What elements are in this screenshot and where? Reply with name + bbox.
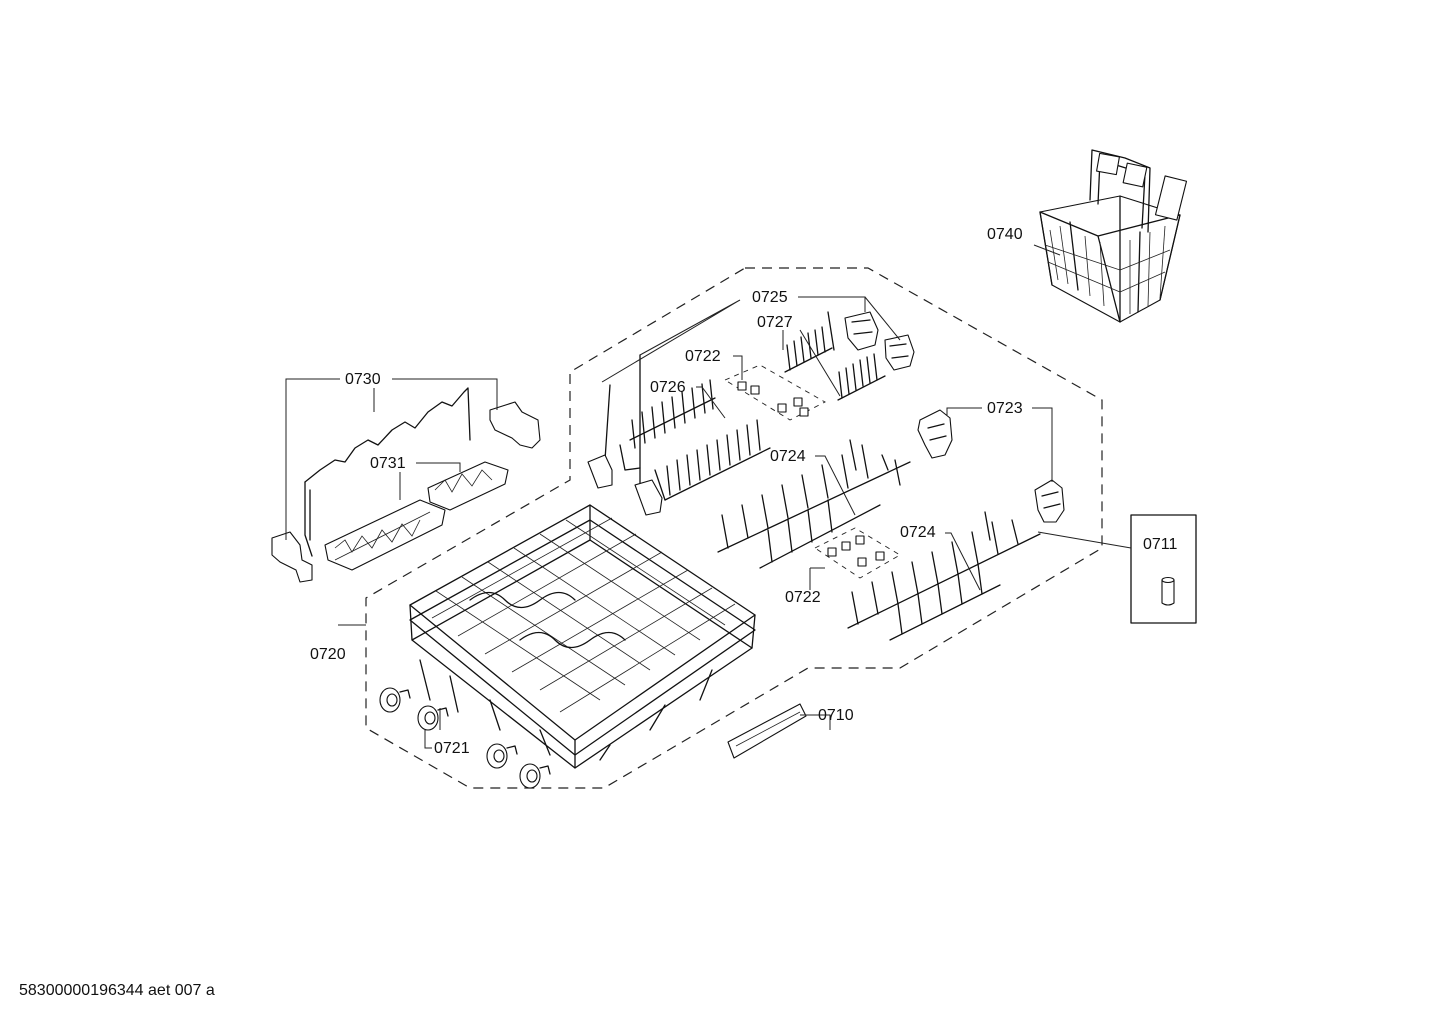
- small-clips-0722-upper: [724, 364, 826, 421]
- label-0722-lower: 0722: [785, 589, 821, 606]
- inset-box-0711: [1037, 514, 1197, 624]
- leader-0723: [946, 407, 1053, 482]
- label-0726: 0726: [650, 379, 686, 396]
- rack-assembly-outline: [365, 267, 1103, 789]
- folding-tines-0731: [324, 461, 509, 571]
- label-0723: 0723: [987, 400, 1023, 417]
- leader-0710: [800, 714, 831, 730]
- wire-holder-0730: [271, 387, 541, 583]
- leader-0725: [601, 296, 901, 383]
- small-clips-0722-lower: [814, 527, 901, 579]
- panel-0710: [727, 703, 807, 759]
- leader-0724-upper: [815, 455, 856, 516]
- document-code: 58300000196344 aet 007 a: [19, 982, 215, 999]
- brackets-0723: [917, 409, 1065, 523]
- cutlery-basket: [1039, 149, 1188, 323]
- label-0722-upper: 0722: [685, 348, 721, 365]
- plate-tines-0724: [717, 439, 1041, 641]
- label-0710: 0710: [818, 707, 854, 724]
- leader-0724-lower: [945, 532, 981, 591]
- label-0711: 0711: [1143, 536, 1178, 553]
- wheels-0721: [379, 687, 551, 789]
- label-0725: 0725: [752, 289, 788, 306]
- leader-0740: [1033, 244, 1061, 256]
- label-0730: 0730: [345, 371, 381, 388]
- leader-0722-upper: [733, 355, 743, 380]
- lower-basket-0720: [409, 504, 756, 769]
- label-0740: 0740: [987, 226, 1023, 243]
- leader-0731: [399, 462, 461, 500]
- leader-0722-lower: [809, 567, 825, 590]
- cup-rack-0726: [619, 379, 771, 501]
- upper-clips-0725: [587, 311, 915, 516]
- label-0727: 0727: [757, 314, 793, 331]
- label-0724-lower: 0724: [900, 524, 936, 541]
- leader-0721: [424, 708, 441, 749]
- leader-0727: [782, 329, 841, 397]
- label-0721: 0721: [434, 740, 470, 757]
- label-0724-upper: 0724: [770, 448, 806, 465]
- label-0731: 0731: [370, 455, 406, 472]
- label-0720: 0720: [310, 646, 346, 663]
- leader-0726: [696, 386, 726, 419]
- leader-0730: [285, 378, 498, 540]
